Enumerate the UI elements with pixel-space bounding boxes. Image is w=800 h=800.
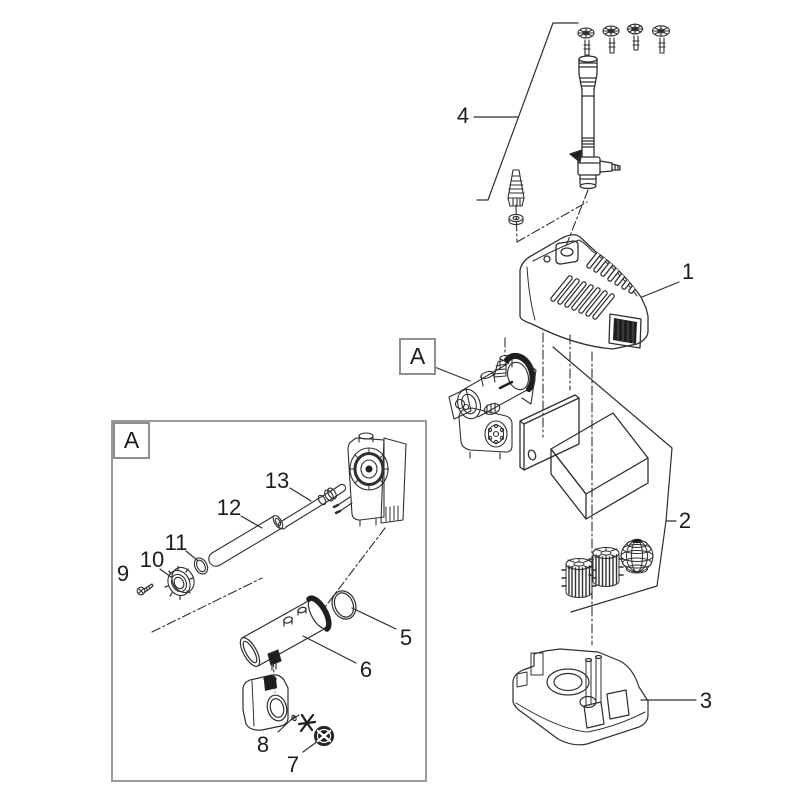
detail-view-frame bbox=[111, 420, 427, 782]
pump-cover bbox=[519, 234, 649, 350]
center-lines bbox=[151, 189, 593, 693]
fountain-telescope-tube bbox=[569, 55, 621, 190]
callout-11: 11 bbox=[164, 530, 188, 555]
callout-10: 10 bbox=[139, 547, 165, 572]
base-tray bbox=[512, 648, 649, 746]
detail-view-label-box: A bbox=[113, 422, 150, 459]
callout-4: 4 bbox=[456, 103, 470, 128]
filter-foam-block bbox=[550, 412, 649, 520]
detail-marker-box: A bbox=[399, 338, 436, 375]
mounting-plate bbox=[519, 394, 580, 471]
callout-9: 9 bbox=[116, 561, 130, 586]
callout-7: 7 bbox=[286, 752, 300, 777]
pump-housing bbox=[242, 674, 289, 731]
bio-media bbox=[561, 538, 654, 599]
callout-5: 5 bbox=[399, 625, 413, 650]
uvc-housing bbox=[239, 595, 332, 671]
callout-6: 6 bbox=[359, 657, 373, 682]
uvc-lamp bbox=[208, 515, 284, 567]
washer bbox=[508, 213, 524, 226]
o-ring-small bbox=[193, 557, 209, 575]
callout-8: 8 bbox=[256, 732, 270, 757]
vent-slats bbox=[550, 244, 648, 320]
callout-13: 13 bbox=[264, 468, 290, 493]
callout-2: 2 bbox=[678, 508, 692, 533]
detail-marker-label: A bbox=[409, 343, 426, 369]
callout-12: 12 bbox=[216, 495, 242, 520]
spray-nozzle-set bbox=[577, 23, 671, 56]
callout-1: 1 bbox=[681, 259, 695, 284]
callout-3: 3 bbox=[699, 688, 713, 713]
screw bbox=[136, 583, 154, 596]
quartz-glass-tube bbox=[278, 483, 347, 530]
uvc-head-unit bbox=[332, 432, 407, 527]
o-ring-large bbox=[331, 590, 357, 620]
detail-view-label: A bbox=[123, 427, 140, 453]
bayonet-ring bbox=[164, 565, 195, 601]
foam-jet-nozzle bbox=[507, 169, 525, 207]
pump-unit bbox=[448, 352, 537, 460]
impeller-rotor bbox=[290, 713, 335, 747]
